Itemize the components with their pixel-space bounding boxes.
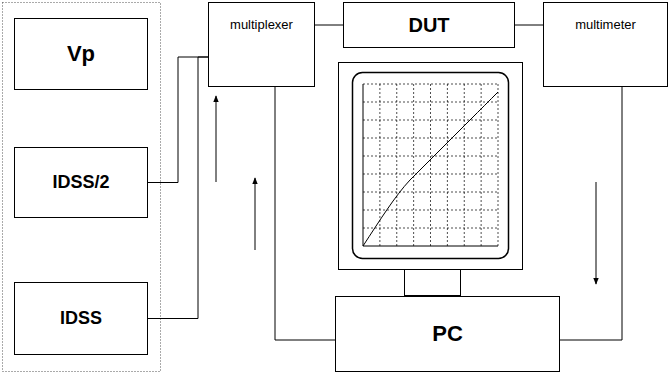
instrument-box: multiplexer (208, 2, 315, 87)
connector-line (275, 87, 335, 340)
box-label: multimeter (575, 18, 636, 33)
source-box: IDSS (14, 282, 148, 355)
box-label: Vp (67, 41, 95, 66)
connector-line (560, 87, 622, 340)
direction-arrow (216, 96, 217, 182)
box-label: IDSS (60, 308, 102, 329)
source-box: IDSS/2 (14, 147, 148, 218)
box-label: DUT (408, 14, 449, 37)
source-box: Vp (14, 18, 148, 90)
connector-line (148, 57, 208, 319)
connector-line (315, 25, 343, 26)
box-label: PC (432, 321, 463, 346)
device-box: DUT (343, 2, 515, 48)
box-label: IDSS/2 (52, 172, 109, 193)
direction-arrow (255, 178, 256, 250)
direction-arrow (596, 182, 597, 284)
computer-box: PC (335, 296, 560, 372)
box-label: multiplexer (230, 18, 293, 33)
connector-line (515, 25, 543, 26)
monitor-illustration (339, 63, 523, 296)
group-outline (3, 3, 161, 372)
connector-line (148, 57, 208, 183)
instrument-box: multimeter (543, 2, 668, 87)
